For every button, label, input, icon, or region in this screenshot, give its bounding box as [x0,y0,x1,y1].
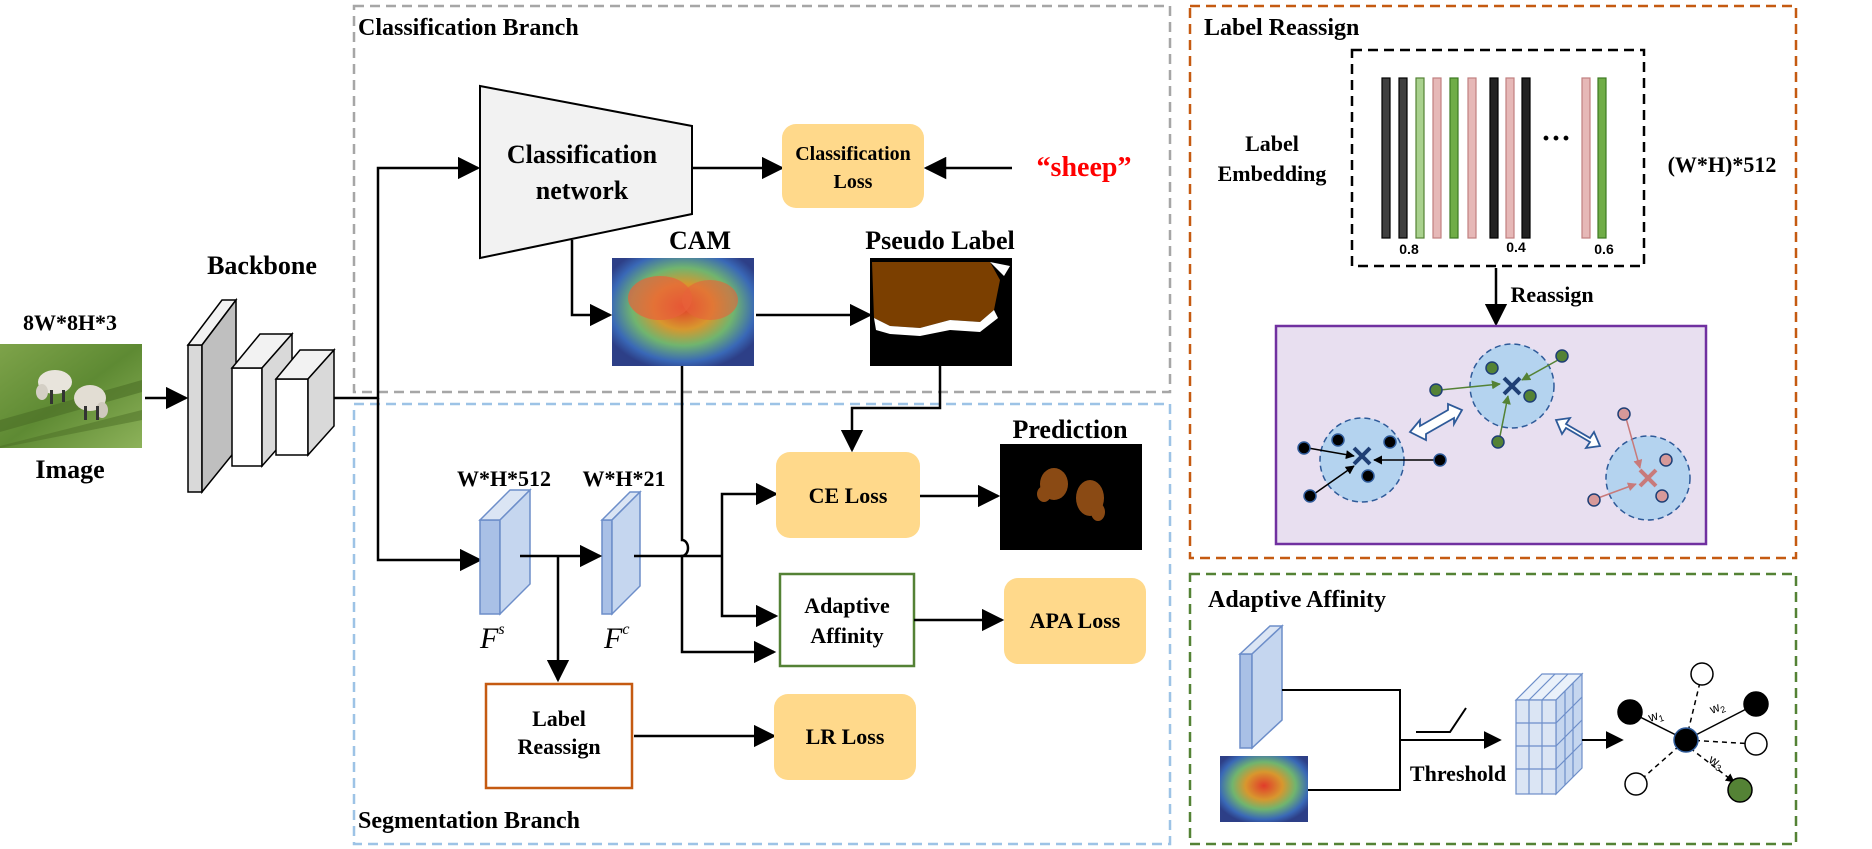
cluster-pink-points [1587,407,1673,507]
adaptive-affinity-line2: Affinity [810,623,883,648]
apa-loss-label: APA Loss [1030,608,1121,633]
adaptive-affinity-box [778,572,916,668]
cluster-green-points [1429,349,1569,449]
classification-loss-box [782,124,924,208]
adaptive-affinity-panel-title: Adaptive Affinity [1208,587,1386,613]
embedding-dims: (W*H)*512 [1668,152,1777,177]
fc-symbol: Fc [603,621,629,655]
classification-network-line1: Classification [507,140,658,169]
embedding-ellipsis: ··· [1541,122,1571,155]
feature-map-fc [600,490,642,616]
adaptive-affinity-line1: Adaptive [804,593,890,618]
backbone-label: Backbone [207,251,317,280]
label-embedding-line2: Embedding [1218,161,1327,186]
input-size-label: 8W*8H*3 [23,310,117,335]
fc-dimension-label: W*H*21 [582,466,665,491]
weight-w2: w2 [1707,697,1728,719]
pseudo-label-title: Pseudo Label [865,226,1015,255]
classification-network-line2: network [536,176,629,205]
classification-network [479,84,693,260]
affinity-feature-map [1238,624,1284,750]
affinity-graph [1617,662,1769,803]
prediction-image [1000,444,1142,550]
cam-label: CAM [669,226,731,255]
cluster-black-points [1297,433,1447,503]
label-reassign-line1: Label [532,706,586,731]
input-image-label: Image [35,455,104,484]
reassign-label: Reassign [1510,282,1593,307]
fs-symbol: Fs [479,621,505,655]
input-image [0,344,142,448]
lr-loss-box [774,694,916,780]
embedding-box [1350,48,1646,268]
lr-loss-label: LR Loss [806,724,885,749]
prediction-label: Prediction [1012,415,1128,444]
embedding-value-2: 0.4 [1506,239,1526,255]
cluster-separation-arrows [1408,402,1602,450]
classification-loss-line1: Classification [795,143,911,165]
affinity-matrix-cube [1514,672,1584,796]
ce-loss-box [776,452,920,538]
cam-heatmap-image [612,258,754,366]
label-reassign-box [484,682,634,790]
label-reassign-panel-title: Label Reassign [1204,15,1359,41]
pseudo-label-image [870,258,1012,366]
feature-map-fs [478,488,532,616]
ce-loss-label: CE Loss [809,483,888,508]
classification-branch-title: Classification Branch [358,15,579,41]
apa-loss-box [1004,578,1146,664]
weight-w3: w3 [1705,751,1727,773]
embedding-value-3: 0.6 [1594,241,1614,257]
classification-branch-panel [352,4,1172,394]
segmentation-branch-title: Segmentation Branch [358,808,580,834]
segmentation-branch-panel [352,402,1172,846]
fs-dimension-label: W*H*512 [457,466,551,491]
embedding-bars [1381,77,1607,239]
threshold-step-icon [1416,707,1467,733]
embedding-value-1: 0.8 [1399,241,1419,257]
adaptive-affinity-panel [1188,572,1798,846]
classification-loss-line2: Loss [834,171,873,193]
label-embedding-line1: Label [1245,131,1299,156]
class-label-sheep: “sheep” [1037,152,1132,183]
backbone-blocks [186,297,336,495]
label-reassign-line2: Reassign [517,734,600,759]
affinity-cam-image [1220,756,1308,822]
threshold-label: Threshold [1410,761,1506,786]
label-reassign-panel [1188,4,1798,560]
